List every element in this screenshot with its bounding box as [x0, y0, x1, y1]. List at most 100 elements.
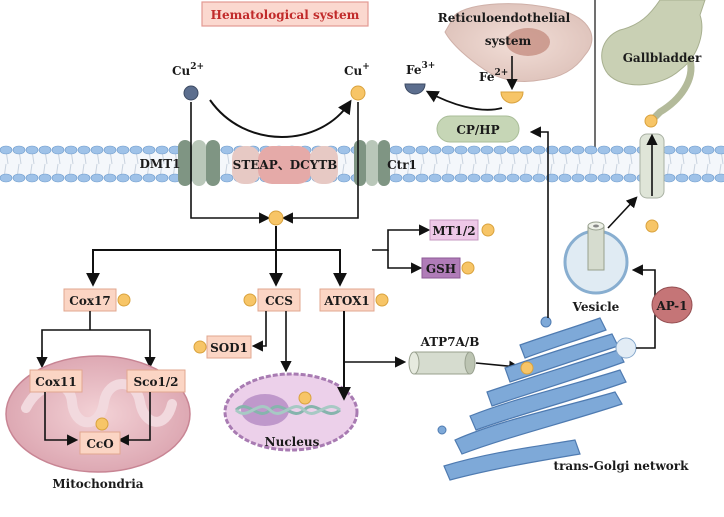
lipid-head: [389, 145, 403, 155]
lipid-head: [90, 145, 104, 155]
ap1-label: AP-1: [655, 299, 687, 313]
lipid-head: [389, 173, 403, 183]
lipid-head: [155, 173, 169, 183]
lipid-head: [571, 145, 585, 155]
lipid-head: [142, 173, 156, 183]
to-gsh-arrow: [387, 250, 423, 274]
lipid-head: [610, 145, 624, 155]
lipid-head: [493, 145, 507, 155]
lipid-head: [519, 173, 533, 183]
lipid-head: [714, 145, 724, 155]
lipid-head: [12, 173, 26, 183]
cphp-box: [436, 115, 520, 143]
mitochondria-label: Mitochondria: [52, 477, 143, 491]
ccs-box: [257, 288, 301, 312]
lipid-head: [558, 173, 572, 183]
lipid-head: [220, 145, 234, 155]
lipid-head: [597, 173, 611, 183]
lipid-head: [532, 145, 546, 155]
lipid-head: [610, 173, 624, 183]
ccs-to-sod1-arrow: [251, 311, 267, 352]
lipid-head: [337, 145, 351, 155]
vesicle-to-membrane-arrow: [607, 196, 638, 229]
cox17-copper: [117, 293, 131, 307]
sco-box: [126, 369, 186, 393]
lipid-head: [480, 145, 494, 155]
ccs-copper: [243, 293, 257, 307]
mt-box: [429, 219, 479, 241]
lipid-head: [506, 173, 520, 183]
export-copper-lower: [645, 219, 659, 233]
golgi-copper: [520, 361, 534, 375]
lipid-head: [532, 173, 546, 183]
fe3-label: Fe3+: [406, 61, 435, 77]
golgi-vesicle-b: [437, 425, 447, 435]
nucleus-label: Nucleus: [265, 435, 320, 449]
dmt1-label: DMT1: [140, 157, 181, 171]
lipid-head: [454, 145, 468, 155]
lipid-head: [51, 173, 65, 183]
fe2-label: Fe2+: [479, 68, 508, 84]
atox1-box: [319, 288, 375, 312]
lipid-head: [675, 145, 689, 155]
lipid-head: [688, 145, 702, 155]
bile-duct: [648, 56, 695, 124]
cu2-ion: [183, 85, 199, 101]
lipid-head: [64, 173, 78, 183]
vesicle-label: Vesicle: [572, 300, 620, 314]
cu1-label: Cu+: [344, 62, 370, 78]
lipid-head: [441, 173, 455, 183]
lipid-head: [116, 173, 130, 183]
mt-label: MT1/2: [432, 224, 475, 238]
lipid-head: [38, 173, 52, 183]
lipid-head: [428, 145, 442, 155]
lipid-head: [597, 145, 611, 155]
lipid-head: [402, 173, 416, 183]
ctr1-label: Ctr1: [387, 158, 417, 172]
lipid-head: [129, 173, 143, 183]
lipid-head: [545, 145, 559, 155]
reduction-arrow: [209, 99, 352, 138]
lipid-head: [584, 173, 598, 183]
export-copper-upper: [644, 114, 658, 128]
lipid-head: [441, 145, 455, 155]
cco-box: [79, 431, 121, 455]
ap1-shape: [651, 286, 693, 324]
lipid-head: [662, 173, 676, 183]
dna-strand-2: [234, 405, 341, 415]
gallbladder-label: Gallbladder: [623, 51, 702, 65]
lipid-head: [103, 173, 117, 183]
cu1-ion: [350, 85, 366, 101]
lipid-head: [129, 145, 143, 155]
atp7-transporter: [408, 351, 476, 375]
distribution-bar: [92, 249, 341, 282]
lipid-head: [415, 145, 429, 155]
sod1-box: [206, 335, 252, 359]
gsh-copper: [461, 261, 475, 275]
fe3-ion: [404, 83, 426, 95]
lipid-head: [701, 145, 715, 155]
lipid-head: [77, 173, 91, 183]
lipid-head: [51, 145, 65, 155]
cox17-label: Cox17: [69, 294, 110, 308]
lipid-head: [701, 173, 715, 183]
sco-label: Sco1/2: [133, 375, 178, 389]
lipid-head: [38, 145, 52, 155]
lipid-head: [116, 145, 130, 155]
cox11-box: [29, 369, 83, 393]
title: Hematological system: [211, 8, 360, 22]
golgi-label: trans-Golgi network: [554, 459, 690, 473]
ctr1-transporter: [354, 140, 390, 186]
lipid-head: [558, 145, 572, 155]
golgi-vesicle-a: [540, 316, 552, 328]
sod1-copper: [193, 340, 207, 354]
vesicle-channel: [587, 221, 605, 271]
atp7-label: ATP7A/B: [420, 335, 480, 349]
dmt1-transporter: [178, 140, 220, 186]
lipid-head: [493, 173, 507, 183]
lipid-head: [623, 145, 637, 155]
dmt1-path-arrow: [190, 102, 271, 224]
fe-oxidation-arrow: [425, 90, 503, 111]
lipid-head: [220, 173, 234, 183]
